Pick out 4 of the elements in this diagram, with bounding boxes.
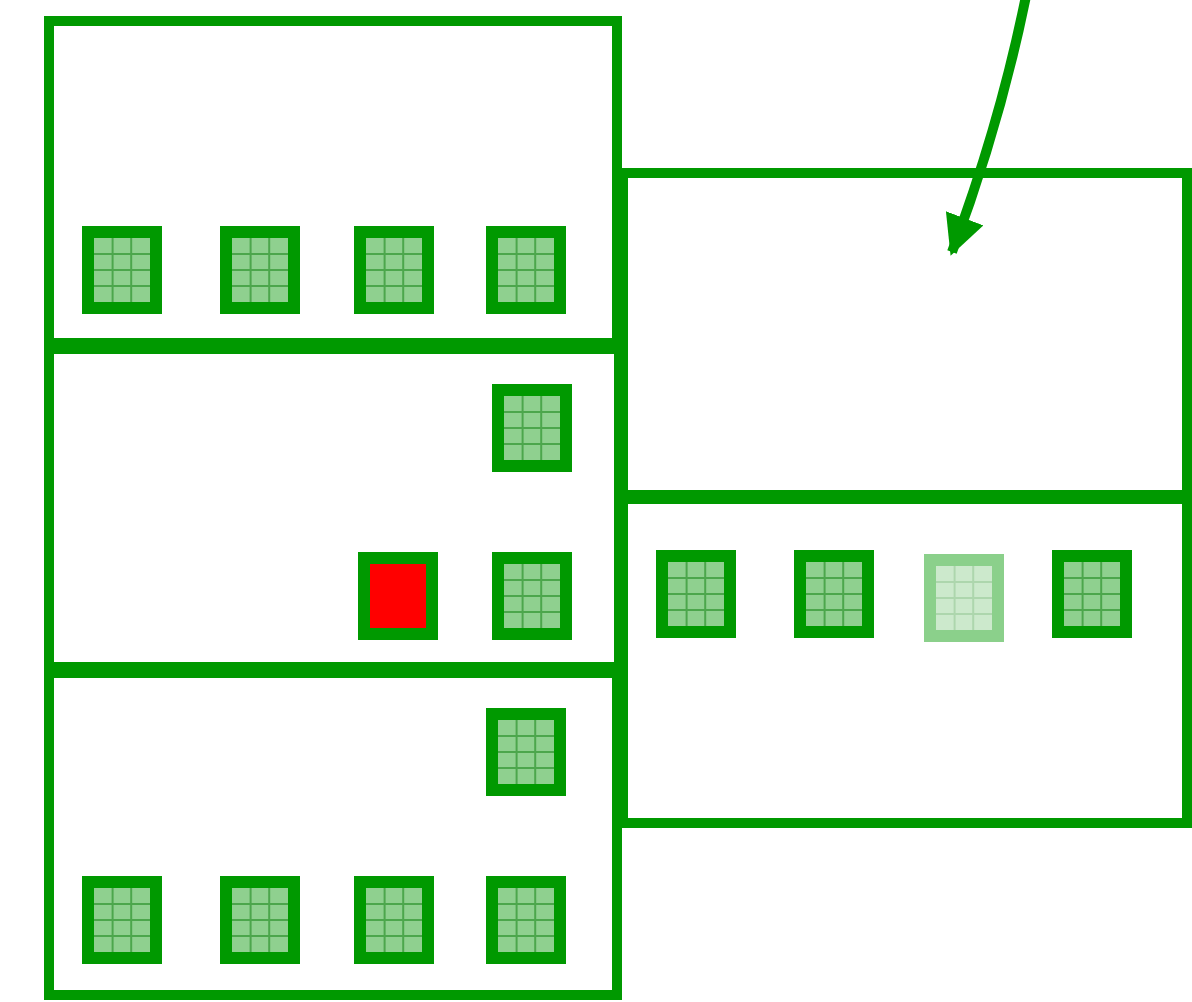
container-box [618, 168, 1192, 500]
arrow [945, 0, 1031, 256]
container-box [618, 494, 1192, 828]
container-box [44, 668, 622, 1000]
